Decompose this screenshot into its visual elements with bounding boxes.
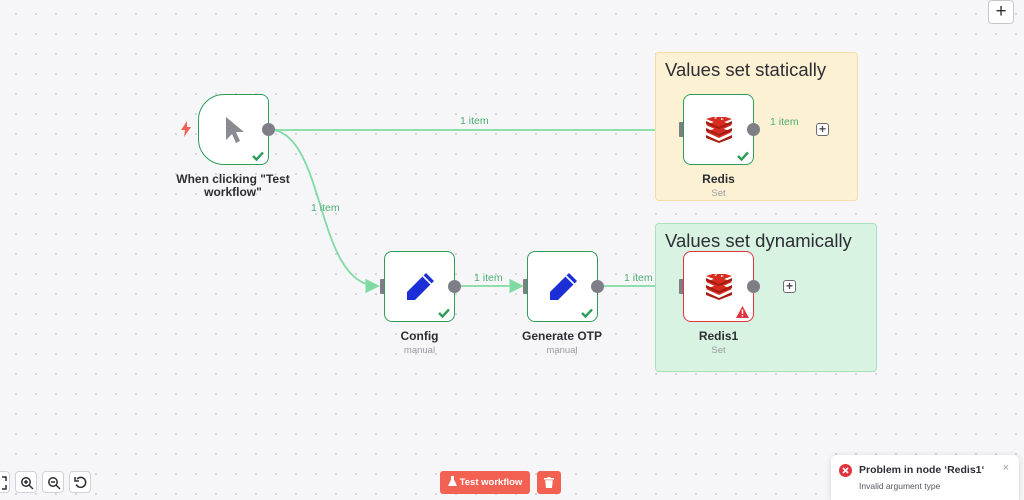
redis-icon [705,273,732,300]
node-generate-otp[interactable] [527,251,598,322]
pencil-icon [406,272,434,300]
edge-label: 1 item [460,115,489,127]
edge-label: 1 item [770,116,799,128]
fit-view-button[interactable] [0,471,10,493]
node-subtitle: manual [546,345,578,356]
node-label: Redis1 [698,329,739,343]
toast-title: Problem in node ‘Redis1‘ [859,464,985,476]
redis-icon [705,116,732,143]
error-toast: Problem in node ‘Redis1‘ Invalid argumen… [831,455,1019,500]
add-node-panel-button[interactable]: + [988,0,1014,24]
node-label: Redis [702,172,735,186]
trigger-bolt-icon [181,121,191,137]
output-handle[interactable] [747,123,760,136]
sticky-title: Values set statically [665,59,827,80]
zoom-in-button[interactable] [15,471,37,493]
zoom-in-icon [21,477,34,490]
check-icon [252,151,264,161]
mouse-pointer-icon [225,116,244,143]
output-handle[interactable] [448,280,461,293]
reset-zoom-button[interactable] [69,471,91,493]
node-trigger[interactable] [198,94,269,165]
check-icon [438,308,450,318]
zoom-out-icon [48,477,61,490]
delete-button[interactable] [537,471,561,494]
input-handle[interactable] [679,279,686,294]
node-subtitle: manual [403,345,436,356]
node-subtitle: Set [711,188,726,199]
node-label: Generate OTP [521,329,603,343]
node-config[interactable] [384,251,455,322]
input-handle[interactable] [523,279,530,294]
edge-label: 1 item [474,272,503,284]
check-icon [581,308,593,318]
flask-icon [447,476,457,486]
fit-view-icon [2,476,7,490]
add-node-button[interactable]: + [783,280,796,293]
output-handle[interactable] [262,123,275,136]
edge-label: 1 item [624,272,653,284]
close-icon[interactable]: × [1002,462,1009,474]
output-handle[interactable] [591,280,604,293]
edge-trigger-config[interactable] [273,129,380,294]
node-redis[interactable] [683,94,754,165]
node-subtitle: Set [711,345,726,356]
output-handle[interactable] [747,280,760,293]
node-redis1[interactable] [683,251,754,322]
error-circle-icon [839,464,852,477]
zoom-out-button[interactable] [42,471,64,493]
sticky-title: Values set dynamically [665,230,852,251]
node-label: Config [400,329,439,343]
input-handle[interactable] [380,279,387,294]
reset-zoom-icon [74,476,87,489]
pencil-icon [549,272,577,300]
edge-label: 1 item [311,202,340,214]
check-icon [737,151,749,161]
warning-icon[interactable] [736,306,749,318]
node-label: When clicking "Test workflow" [176,172,290,199]
trash-icon [544,477,554,488]
toast-message: Invalid argument type [859,481,941,491]
input-handle[interactable] [679,122,686,137]
add-node-button[interactable]: + [816,123,829,136]
test-workflow-label: Test workflow [459,477,523,488]
test-workflow-button[interactable]: Test workflow [440,471,530,494]
